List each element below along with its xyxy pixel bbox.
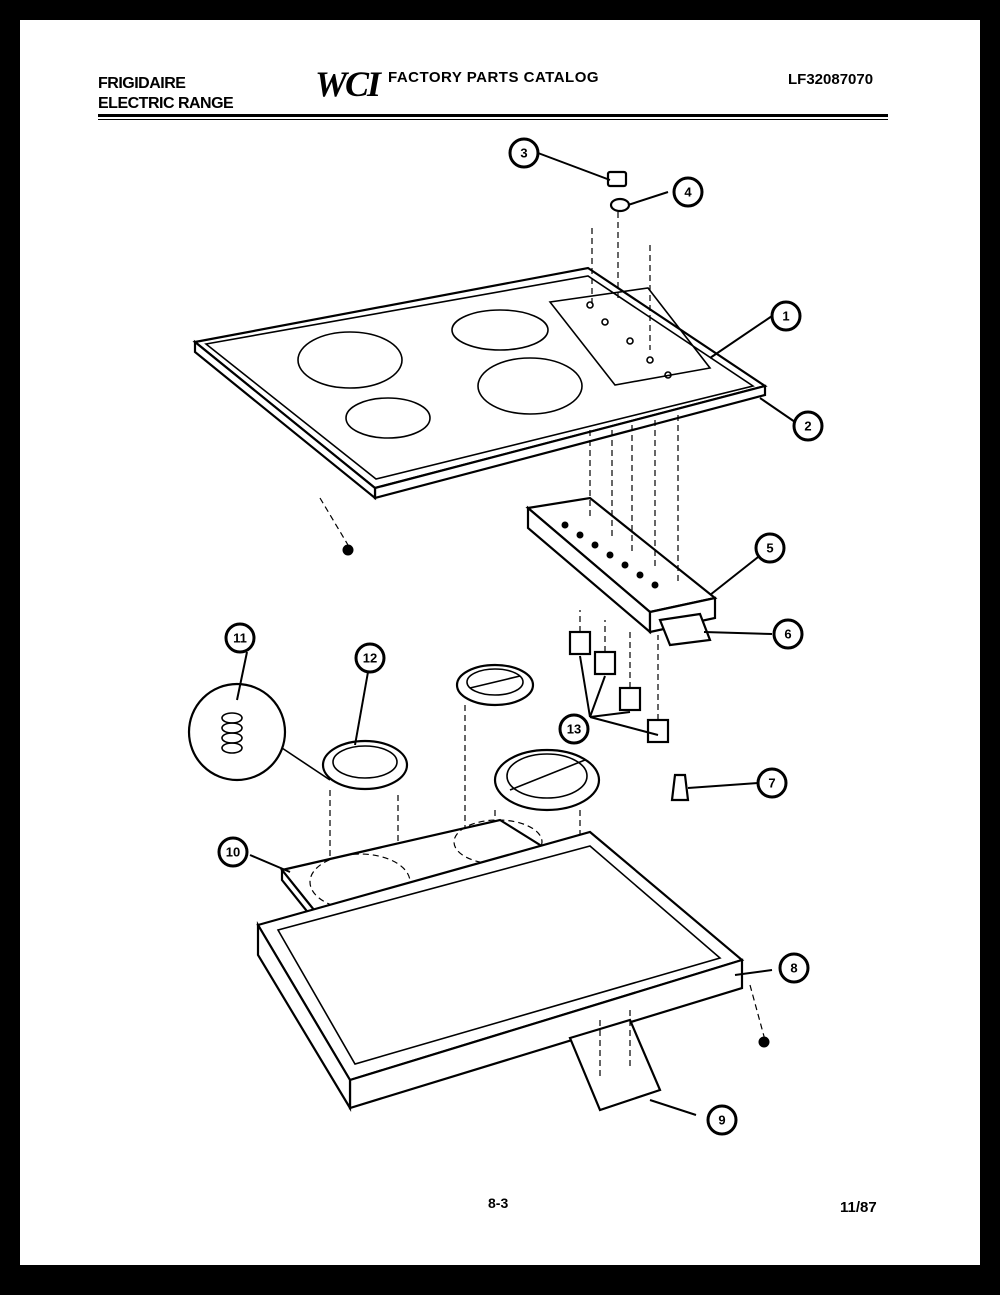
indicator-light — [670, 773, 759, 802]
catalog-date: 11/87 — [840, 1199, 877, 1216]
callout-6: 6 — [772, 618, 804, 650]
svg-text:7: 7 — [768, 776, 775, 791]
svg-text:1: 1 — [782, 309, 789, 324]
control-bracket — [525, 415, 718, 647]
callout-4: 4 — [672, 176, 704, 208]
callout-11: 11 — [224, 622, 256, 654]
cooktop-frame — [256, 830, 770, 1112]
svg-text:10: 10 — [226, 845, 240, 860]
callout-5: 5 — [754, 532, 786, 564]
callout-13: 13 — [558, 713, 590, 745]
page-number: 8-3 — [488, 1195, 509, 1211]
svg-text:9: 9 — [718, 1113, 725, 1128]
svg-text:13: 13 — [567, 722, 581, 737]
svg-text:12: 12 — [363, 651, 377, 666]
model-number: LF32087070 — [788, 71, 874, 88]
exploded-parts-diagram: 1 2 3 4 5 6 7 8 9 10 11 12 13 — [187, 137, 824, 1136]
catalog-sheet: FRIGIDAIRE ELECTRIC RANGE WCI FACTORY PA… — [20, 20, 980, 1265]
callout-12: 12 — [354, 642, 386, 674]
header-rule — [98, 114, 888, 117]
svg-text:11: 11 — [233, 631, 247, 646]
callout-7: 7 — [756, 767, 788, 799]
callout-10: 10 — [217, 836, 249, 868]
brand-name: FRIGIDAIRE — [98, 75, 186, 92]
svg-text:2: 2 — [804, 419, 811, 434]
header-rule-thin — [98, 119, 888, 120]
product-type: ELECTRIC RANGE — [98, 95, 234, 112]
wci-logo: WCI — [315, 64, 381, 104]
callout-8: 8 — [778, 952, 810, 984]
callout-1: 1 — [770, 300, 802, 332]
svg-text:6: 6 — [784, 627, 791, 642]
callout-2: 2 — [792, 410, 824, 442]
svg-text:8: 8 — [790, 961, 797, 976]
callout-3: 3 — [508, 137, 540, 169]
cooktop-glass-top — [192, 266, 768, 501]
svg-text:4: 4 — [684, 185, 692, 200]
svg-text:3: 3 — [520, 146, 527, 161]
rear-bracket — [568, 1010, 662, 1112]
spring-detail — [187, 682, 331, 782]
catalog-title: FACTORY PARTS CATALOG — [388, 69, 600, 86]
screw — [319, 497, 354, 556]
svg-text:5: 5 — [766, 541, 773, 556]
callout-9: 9 — [706, 1104, 738, 1136]
leader-lines — [236, 152, 796, 1116]
infinite-switches — [568, 610, 670, 744]
